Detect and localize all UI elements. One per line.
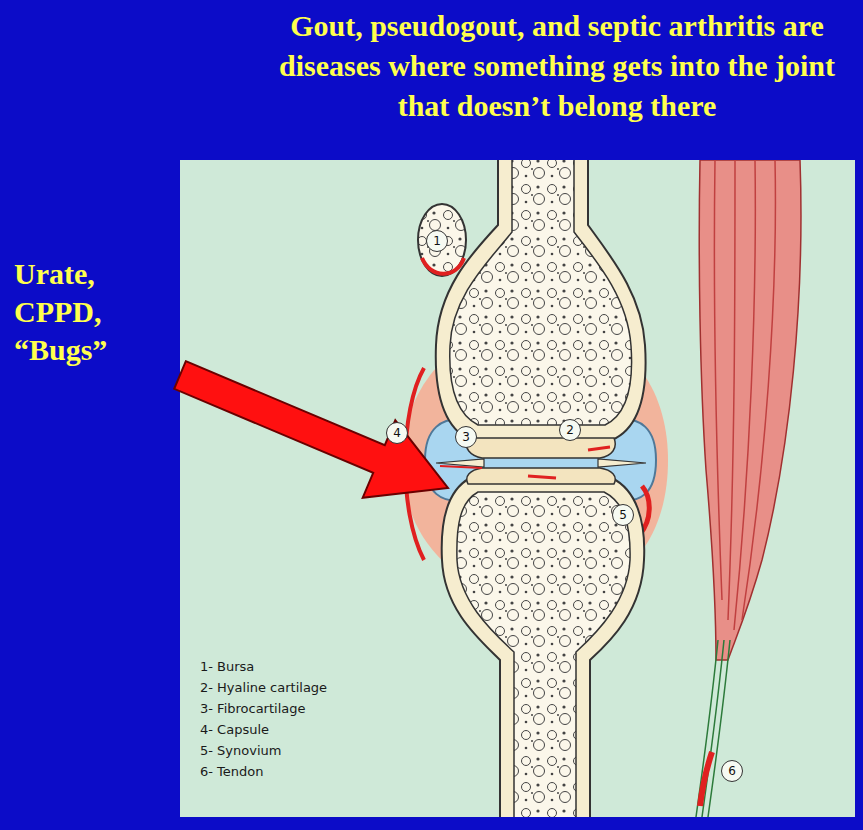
slide-title: Gout, pseudogout, and septic arthritis a… (267, 6, 847, 126)
spongy-bone (450, 160, 632, 425)
pointer-arrow (174, 361, 448, 498)
bursa-highlight (422, 258, 464, 274)
hyaline-cartilage (466, 438, 616, 458)
spongy-bone (457, 492, 630, 817)
key-entry: 5- Synovium (200, 742, 281, 759)
muscle (699, 160, 801, 660)
cartilage-highlight (528, 476, 556, 478)
callout-circle: 5 (612, 504, 634, 526)
key-entry: 4- Capsule (200, 721, 269, 738)
callout-circle: 2 (559, 419, 581, 441)
key-entry: 3- Fibrocartilage (200, 700, 306, 717)
side-label: Urate, CPPD, “Bugs” (14, 255, 144, 369)
callout-number: 4 (393, 426, 401, 440)
tendon (696, 640, 730, 817)
tendon-highlight (700, 752, 712, 806)
callout-number: 6 (728, 764, 736, 778)
fibrocartilage (598, 459, 646, 467)
callout-number: 2 (566, 423, 574, 437)
callout-circle: 6 (721, 760, 743, 782)
callout-circle: 1 (426, 230, 448, 252)
callout-circle: 4 (386, 422, 408, 444)
key-entry: 6- Tendon (200, 763, 264, 780)
lower-bone (442, 478, 645, 817)
callout-number: 3 (462, 430, 470, 444)
fibrocartilage (436, 459, 484, 467)
muscle-fibres (714, 160, 775, 630)
bursa (418, 204, 466, 276)
hyaline-cartilage (467, 468, 615, 484)
key-entry: 1- Bursa (200, 658, 254, 675)
cartilage-highlight (588, 447, 610, 450)
upper-bone (436, 160, 646, 440)
fibrocartilage-highlight (440, 466, 482, 468)
callout-circle: 3 (455, 426, 477, 448)
callout-number: 5 (619, 508, 627, 522)
key-entry: 2- Hyaline cartilage (200, 679, 327, 696)
callout-number: 1 (433, 234, 441, 248)
